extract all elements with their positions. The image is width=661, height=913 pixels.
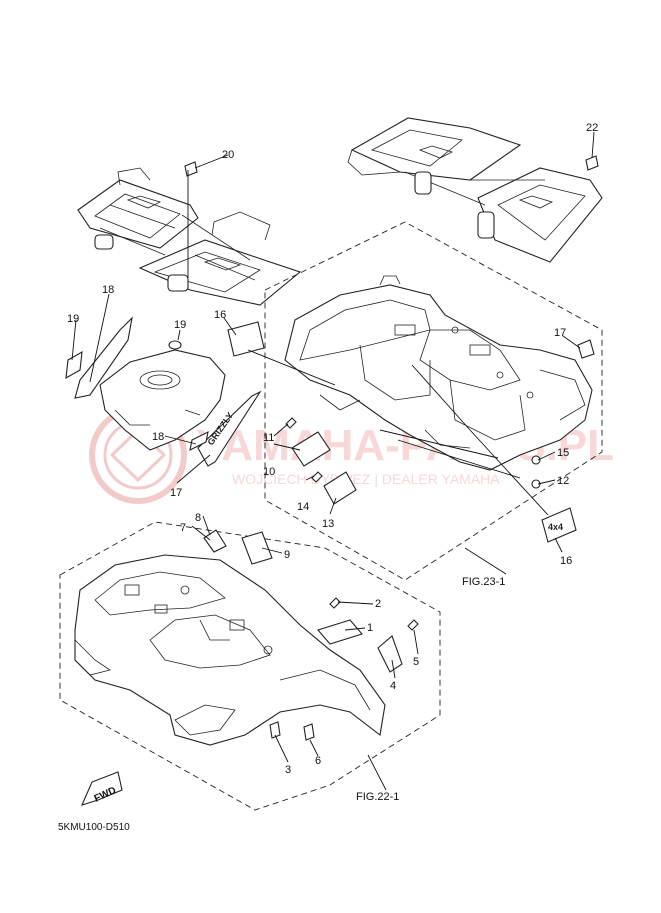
decal-4x4-text: 4x4	[548, 522, 563, 532]
callout-labels: 20 22 16 18 19 19 17 11 10 15 12 14 13 1…	[67, 122, 598, 776]
callout-9: 9	[284, 549, 290, 561]
callout-1: 1	[367, 622, 373, 634]
leader-lines	[71, 131, 595, 791]
decal-16-upper	[227, 321, 265, 357]
decal-17	[577, 339, 595, 359]
part-15-nut	[531, 455, 541, 465]
decals: GRIZZLY 4x4	[65, 155, 599, 741]
part-11-bolt	[285, 417, 297, 429]
decal-19-lower	[189, 431, 209, 451]
drawing-code: 5KMU100-D510	[58, 822, 130, 833]
decal-1	[317, 619, 363, 645]
callout-18-lower: 17	[170, 487, 182, 499]
part-6-grommet	[303, 723, 315, 741]
decal-9	[241, 531, 273, 565]
decal-19-upper	[65, 350, 83, 380]
decal-22	[585, 155, 599, 171]
part-12-nut	[531, 479, 541, 489]
decal-21	[184, 161, 198, 177]
callout-19-lower: 18	[152, 431, 164, 443]
callout-16-lower: 16	[560, 555, 572, 567]
part-14-bolt	[311, 471, 323, 483]
side-cover	[99, 349, 226, 451]
callout-12: 12	[557, 475, 569, 487]
rear-carrier-rack	[347, 117, 603, 263]
part-2-bolt	[329, 597, 341, 609]
front-fender-outline	[59, 521, 441, 811]
callout-3: 3	[285, 764, 291, 776]
part-3-grommet	[269, 721, 281, 739]
decal-13	[323, 471, 357, 505]
callout-17: 17	[554, 327, 566, 339]
callout-18-upper: 18	[102, 284, 114, 296]
callout-10: 10	[263, 466, 275, 478]
callout-8: 8	[195, 512, 201, 524]
decal-10	[291, 431, 331, 467]
callout-15: 15	[557, 447, 569, 459]
front-fender	[74, 554, 386, 746]
callout-21: 20	[222, 149, 234, 161]
callout-14: 14	[297, 501, 309, 513]
callout-2: 2	[375, 598, 381, 610]
fig-ref-22-1: FIG.22-1	[356, 791, 399, 803]
callout-20: 19	[174, 319, 186, 331]
decal-4	[377, 635, 403, 673]
decal-16-lower	[541, 507, 577, 543]
decal-7-8	[203, 529, 227, 553]
fig-ref-23-1: FIG.23-1	[462, 576, 505, 588]
callout-5: 5	[413, 656, 419, 668]
callout-7: 7	[180, 522, 186, 534]
rear-fender-outline	[264, 221, 603, 581]
callout-11: 11	[263, 432, 274, 444]
fwd-arrow-icon: FWD	[81, 771, 123, 806]
callout-22: 22	[586, 122, 598, 134]
decal-20	[168, 340, 182, 350]
callout-13: 13	[322, 518, 334, 530]
decal-18-upper	[74, 316, 133, 399]
callout-19-upper: 19	[67, 313, 79, 325]
callout-6: 6	[315, 755, 321, 767]
decal-grizzly	[197, 390, 262, 467]
part-5-bolt	[407, 619, 419, 631]
watermark-sub-text: WOJCIECH DYBWEZ | DEALER YAMAHA	[232, 471, 500, 487]
callout-4: 4	[390, 680, 396, 692]
callout-16-upper: 16	[214, 309, 226, 321]
rear-fender	[284, 275, 593, 471]
